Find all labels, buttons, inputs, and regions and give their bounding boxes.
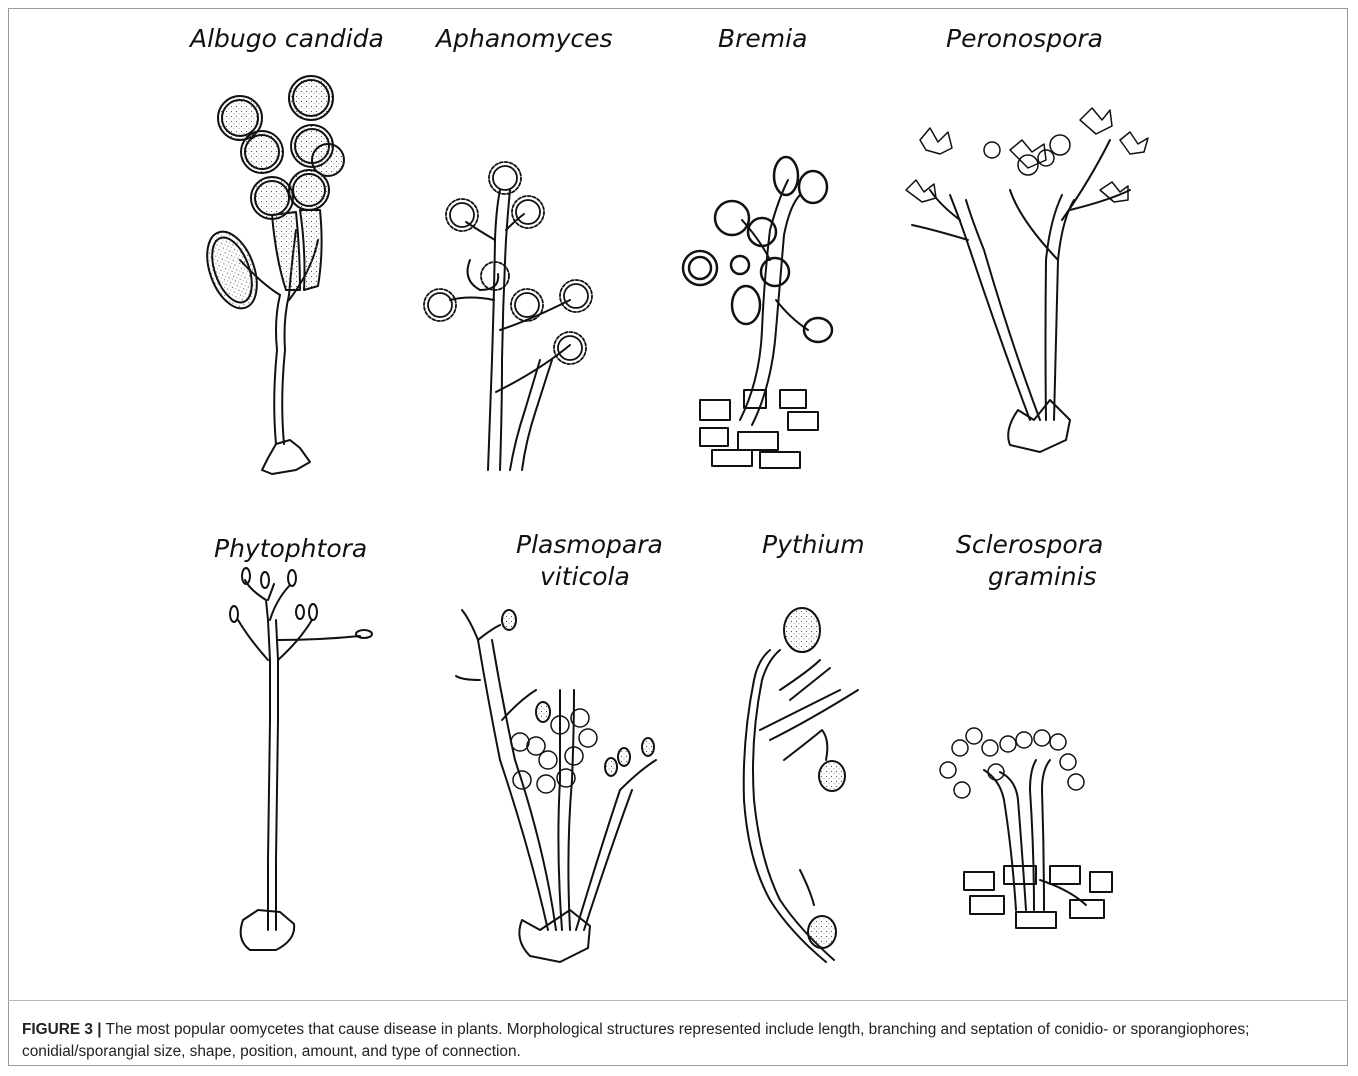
- aphanomyces-drawing: [424, 162, 592, 470]
- pythium-drawing: [744, 608, 858, 962]
- caption-divider: [8, 1000, 1348, 1001]
- figure-number: FIGURE 3 |: [22, 1021, 102, 1038]
- caption-text: The most popular oomycetes that cause di…: [22, 1021, 1249, 1060]
- phytophtora-drawing: [230, 568, 372, 950]
- figure-caption: FIGURE 3 | The most popular oomycetes th…: [22, 1019, 1340, 1063]
- peronospora-drawing: [906, 108, 1148, 452]
- plasmopara-viticola-drawing: [456, 610, 656, 962]
- albugo-candida-drawing: [198, 76, 344, 474]
- bremia-drawing: [683, 157, 832, 468]
- oomycete-drawings: [0, 0, 1358, 1000]
- sclerospora-graminis-drawing: [940, 728, 1112, 928]
